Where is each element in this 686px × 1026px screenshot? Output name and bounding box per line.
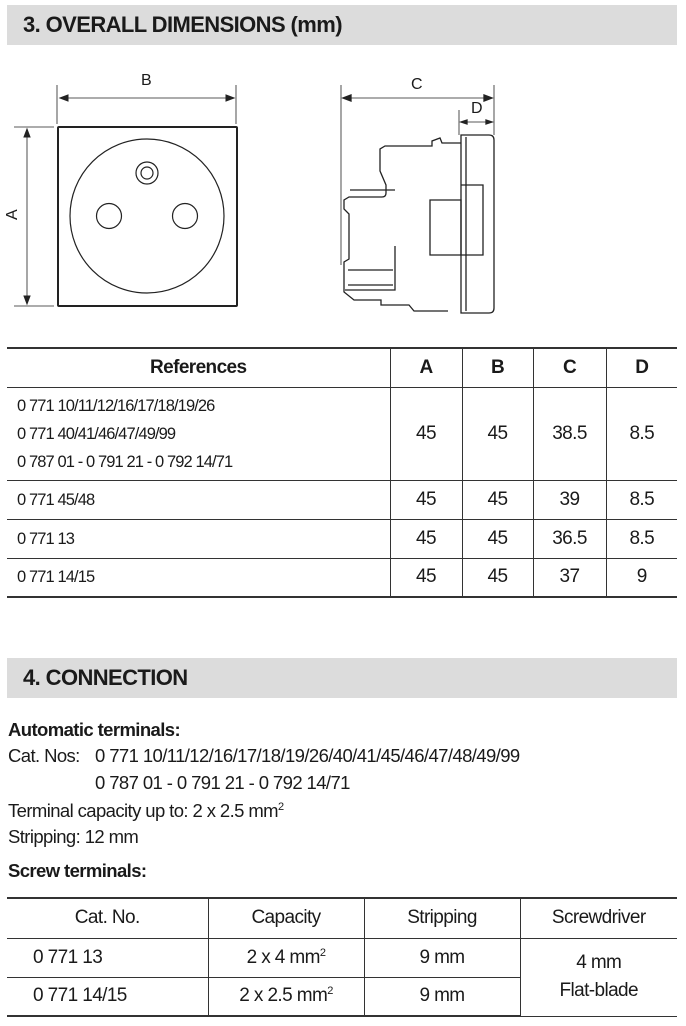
value-a: 45 xyxy=(389,479,463,520)
capacity-text: 2 x 2.5 mm xyxy=(239,985,328,1007)
header-references: References xyxy=(7,347,391,388)
references-cell: 0 771 13 xyxy=(7,518,391,559)
value-b: 45 xyxy=(461,479,534,520)
value-d: 9 xyxy=(605,557,677,598)
table-row: 0 771 13 2 x 4 mm2 9 mm 4 mm Flat-blade xyxy=(7,937,677,1017)
table-header-row: References A B C D xyxy=(7,347,677,388)
dimension-label-b: B xyxy=(141,72,152,89)
table-row: 0 771 45/48 45 45 39 8.5 xyxy=(7,479,677,520)
value-c: 36.5 xyxy=(532,518,607,559)
dimension-drawings xyxy=(14,85,495,314)
dimension-label-a: A xyxy=(4,209,22,221)
cat-nos-line-1: 0 771 10/11/12/16/17/18/19/26/40/41/45/4… xyxy=(95,745,520,766)
section-title-dimensions: 3. OVERALL DIMENSIONS (mm) xyxy=(7,5,677,45)
header-c: C xyxy=(532,347,607,388)
value-c: 37 xyxy=(532,557,607,598)
stripping-cell: 9 mm xyxy=(363,976,520,1017)
terminal-capacity-text: Terminal capacity up to: 2 x 2.5 mm xyxy=(8,800,279,821)
value-d: 8.5 xyxy=(605,386,677,481)
value-c: 39 xyxy=(532,479,607,520)
value-d: 8.5 xyxy=(605,479,677,520)
screwdriver-type: Flat-blade xyxy=(559,980,639,1001)
dimension-label-c: C xyxy=(411,76,423,93)
dimensions-table: References A B C D 0 771 10/11/12/16/17/… xyxy=(7,347,677,598)
value-b: 45 xyxy=(461,557,534,598)
table-header-row: Cat. No. Capacity Stripping Screwdriver xyxy=(7,897,677,939)
value-a: 45 xyxy=(389,386,463,481)
references-cell: 0 771 14/15 xyxy=(7,557,391,598)
references-cell: 0 771 10/11/12/16/17/18/19/26 0 771 40/4… xyxy=(7,386,391,481)
value-b: 45 xyxy=(461,518,534,559)
stripping-cell: 9 mm xyxy=(363,937,521,978)
header-b: B xyxy=(461,347,534,388)
value-a: 45 xyxy=(389,557,463,598)
cat-no-cell: 0 771 13 xyxy=(7,937,209,978)
reference-line: 0 787 01 - 0 791 21 - 0 792 14/71 xyxy=(17,452,233,471)
superscript: 2 xyxy=(327,985,333,998)
stripping-length: Stripping: 12 mm xyxy=(8,826,139,847)
header-stripping: Stripping xyxy=(363,897,521,939)
reference-line: 0 771 40/41/46/47/49/99 xyxy=(17,424,176,443)
value-c: 38.5 xyxy=(532,386,607,481)
value-b: 45 xyxy=(461,386,534,481)
table-row: 0 771 13 45 45 36.5 8.5 xyxy=(7,518,677,559)
capacity-cell: 2 x 4 mm2 xyxy=(207,937,365,978)
cat-nos-label: Cat. Nos: xyxy=(8,745,80,766)
value-d: 8.5 xyxy=(605,518,677,559)
capacity-text: 2 x 4 mm xyxy=(246,946,321,968)
section-title-connection: 4. CONNECTION xyxy=(7,658,677,698)
header-d: D xyxy=(605,347,677,388)
header-cat-no: Cat. No. xyxy=(7,897,209,939)
header-screwdriver: Screwdriver xyxy=(519,897,677,939)
cat-no-cell: 0 771 14/15 xyxy=(7,976,209,1017)
automatic-terminals-heading: Automatic terminals: xyxy=(8,719,181,740)
screwdriver-size: 4 mm xyxy=(576,952,622,973)
screwdriver-cell: 4 mm Flat-blade xyxy=(519,937,677,1017)
dimension-label-d: D xyxy=(471,100,483,117)
reference-line: 0 771 10/11/12/16/17/18/19/26 xyxy=(17,396,215,415)
cat-nos-line-2: 0 787 01 - 0 791 21 - 0 792 14/71 xyxy=(95,772,350,793)
connection-table: Cat. No. Capacity Stripping Screwdriver … xyxy=(7,897,677,1017)
header-a: A xyxy=(389,347,463,388)
table-row: 0 771 10/11/12/16/17/18/19/26 0 771 40/4… xyxy=(7,386,677,481)
header-capacity: Capacity xyxy=(207,897,365,939)
side-view-drawing xyxy=(340,85,495,314)
value-a: 45 xyxy=(389,518,463,559)
superscript: 2 xyxy=(277,801,284,813)
terminal-capacity: Terminal capacity up to: 2 x 2.5 mm2 xyxy=(8,800,284,822)
references-cell: 0 771 45/48 xyxy=(7,479,391,520)
table-row: 0 771 14/15 2 x 2.5 mm2 9 mm xyxy=(7,976,677,1017)
front-view-drawing xyxy=(14,85,238,307)
superscript: 2 xyxy=(319,946,326,959)
table-row: 0 771 14/15 45 45 37 9 xyxy=(7,557,677,598)
screw-terminals-heading: Screw terminals: xyxy=(8,860,147,881)
capacity-cell: 2 x 2.5 mm2 xyxy=(207,976,365,1017)
